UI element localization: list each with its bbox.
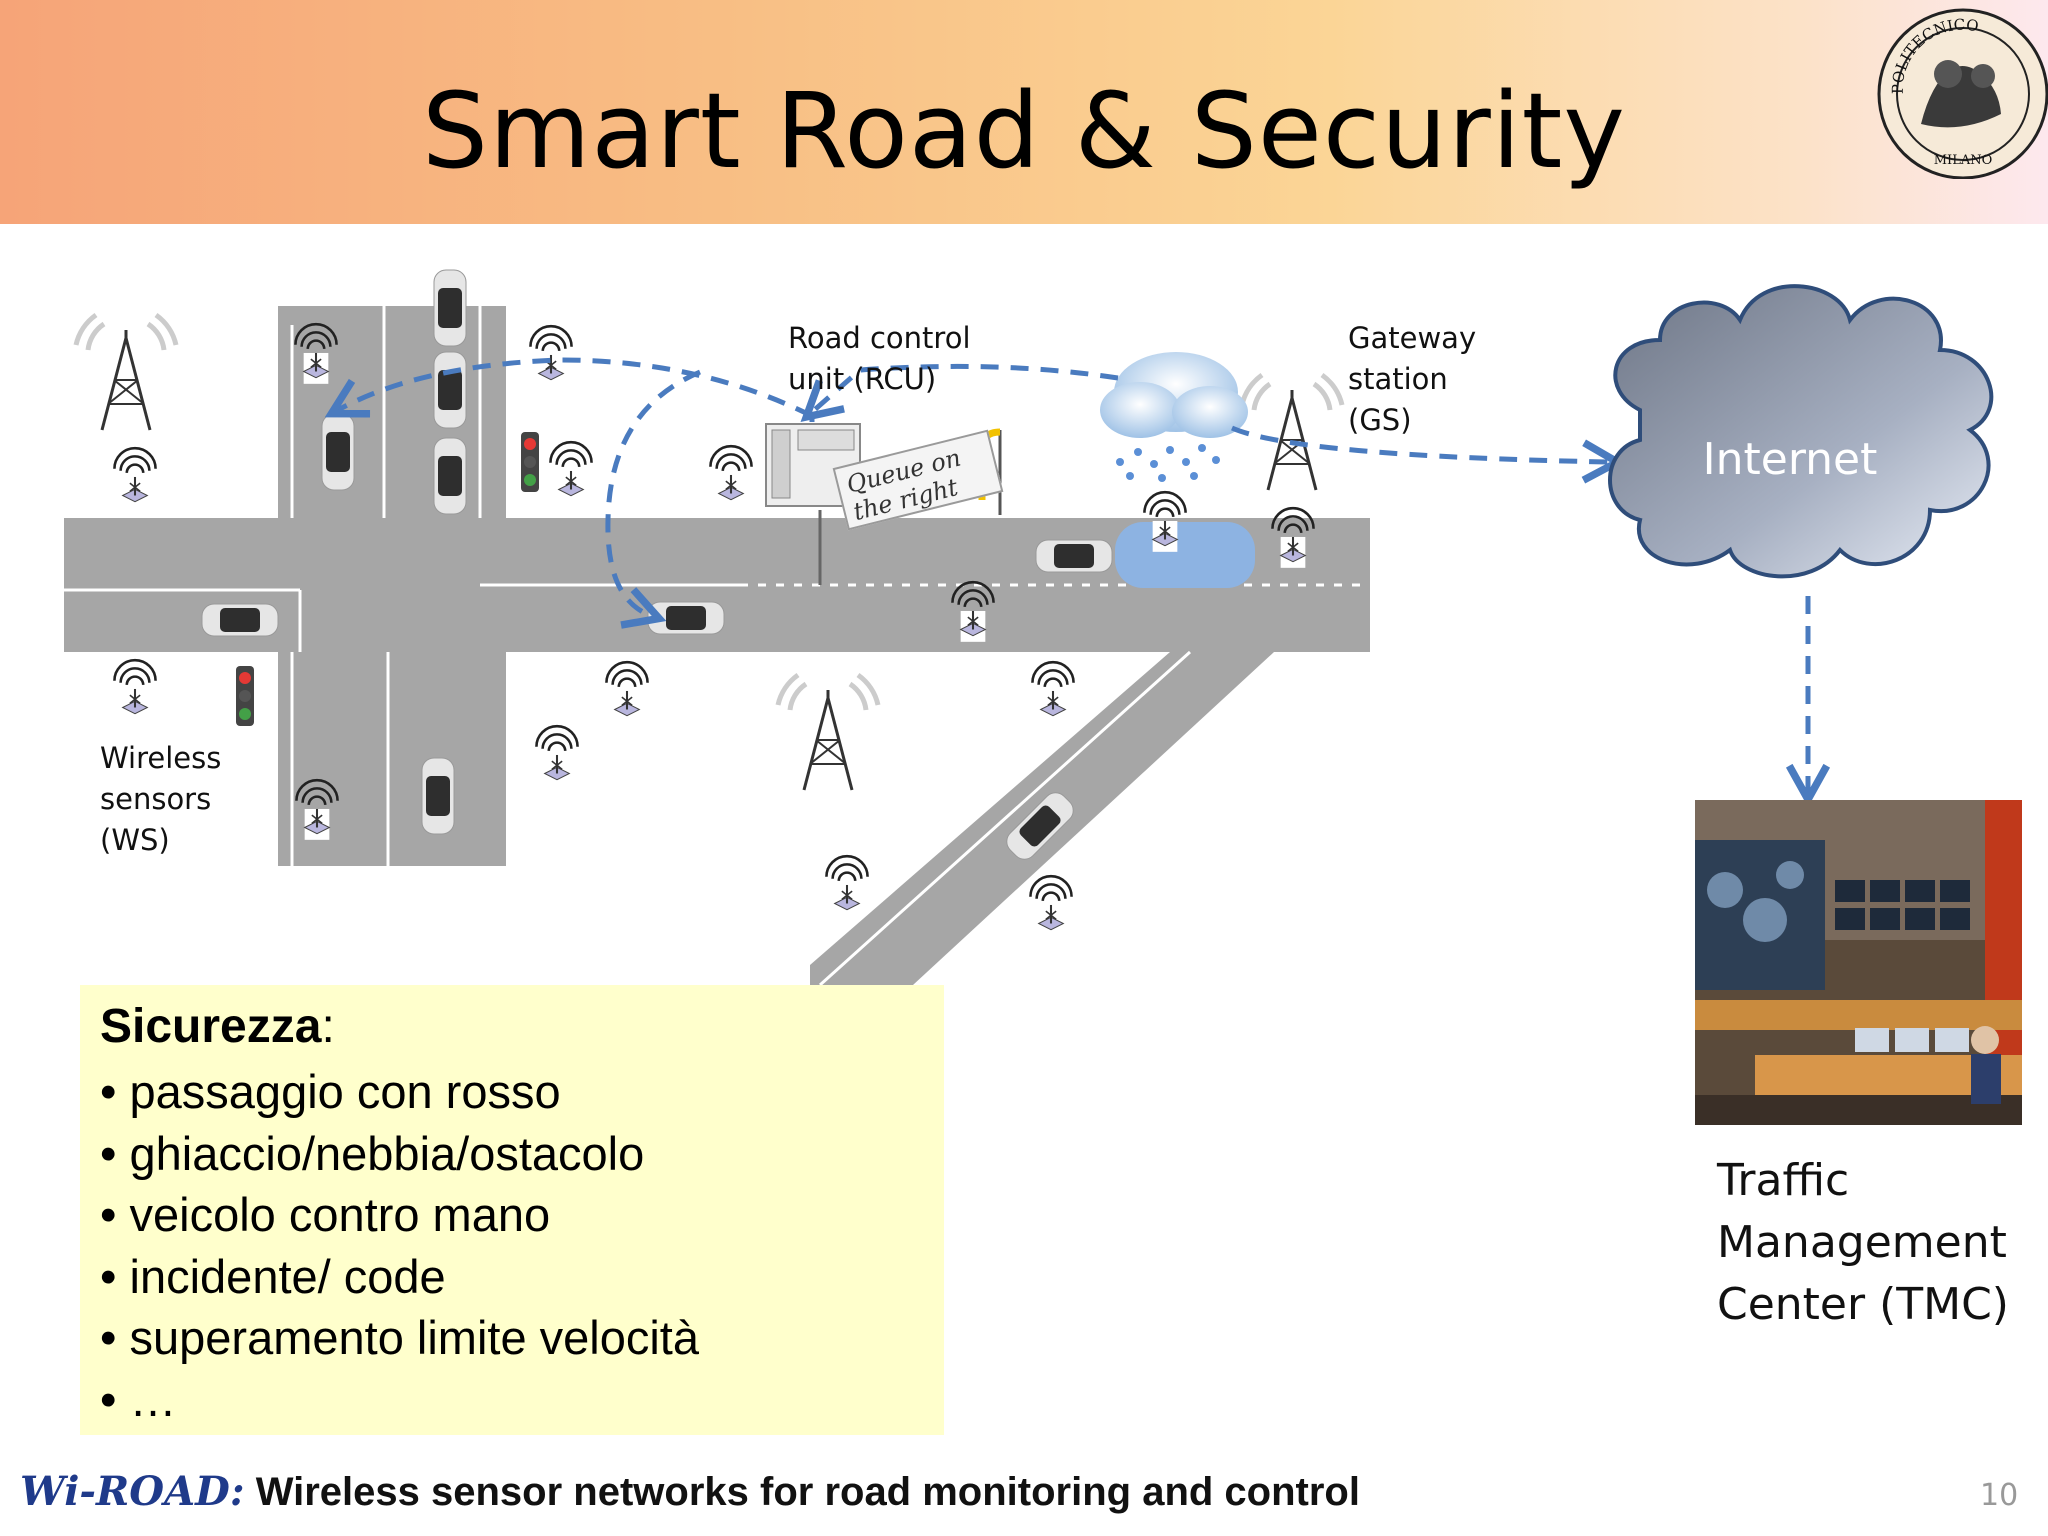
list-item: ghiaccio/nebbia/ostacolo: [100, 1123, 699, 1185]
gateway-station-label: Gateway station (GS): [1348, 321, 1477, 437]
internet-cloud-icon: [1608, 284, 1994, 579]
tmc-label: Traffic Management Center (TMC): [1717, 1155, 2009, 1330]
traffic-control-room-photo: [1695, 800, 2022, 1125]
list-item: …: [100, 1369, 699, 1431]
road-diagonal: [810, 652, 1274, 1080]
list-item: superamento limite velocità: [100, 1307, 700, 1369]
list-item: passaggio con rosso: [100, 1061, 699, 1123]
safety-title: Sicurezza:: [100, 1000, 335, 1053]
traffic-light-icon: [521, 432, 539, 492]
communication-links: [338, 357, 1808, 792]
road-vertical-left: [278, 306, 506, 866]
antenna-tower-icon: [76, 315, 176, 430]
footer-text: Wireless sensor networks for road monito…: [244, 1470, 1360, 1514]
gateway-antenna-icon: [1242, 375, 1342, 490]
list-item: veicolo contro mano: [100, 1184, 699, 1246]
seal-text-bottom: MILANO: [1934, 153, 1993, 168]
list-item: incidente/ code: [100, 1246, 699, 1308]
title-bar: [0, 0, 2048, 224]
footer: Wi-ROAD: Wireless sensor networks for ro…: [20, 1468, 1360, 1515]
politecnico-seal-logo: POLITECNICO MILANO: [1877, 8, 2048, 179]
wireless-sensors-label: Wireless sensors (WS): [100, 741, 222, 857]
slide-title: Smart Road & Security: [422, 70, 1626, 192]
safety-list: passaggio con rosso ghiaccio/nebbia/osta…: [100, 1061, 700, 1431]
antenna-tower-icon: [778, 675, 878, 790]
puddle: [1115, 522, 1255, 588]
rain-cloud-icon: [1100, 352, 1248, 482]
wi-road-logo: Wi-ROAD:: [20, 1468, 245, 1515]
internet-label: Internet: [1702, 434, 1878, 485]
rcu-label: Road control unit (RCU): [788, 321, 971, 396]
page-number: 10: [1980, 1478, 2019, 1513]
traffic-light-icon: [236, 666, 254, 726]
safety-box: Sicurezza: passaggio con rosso ghiaccio/…: [80, 985, 944, 1435]
